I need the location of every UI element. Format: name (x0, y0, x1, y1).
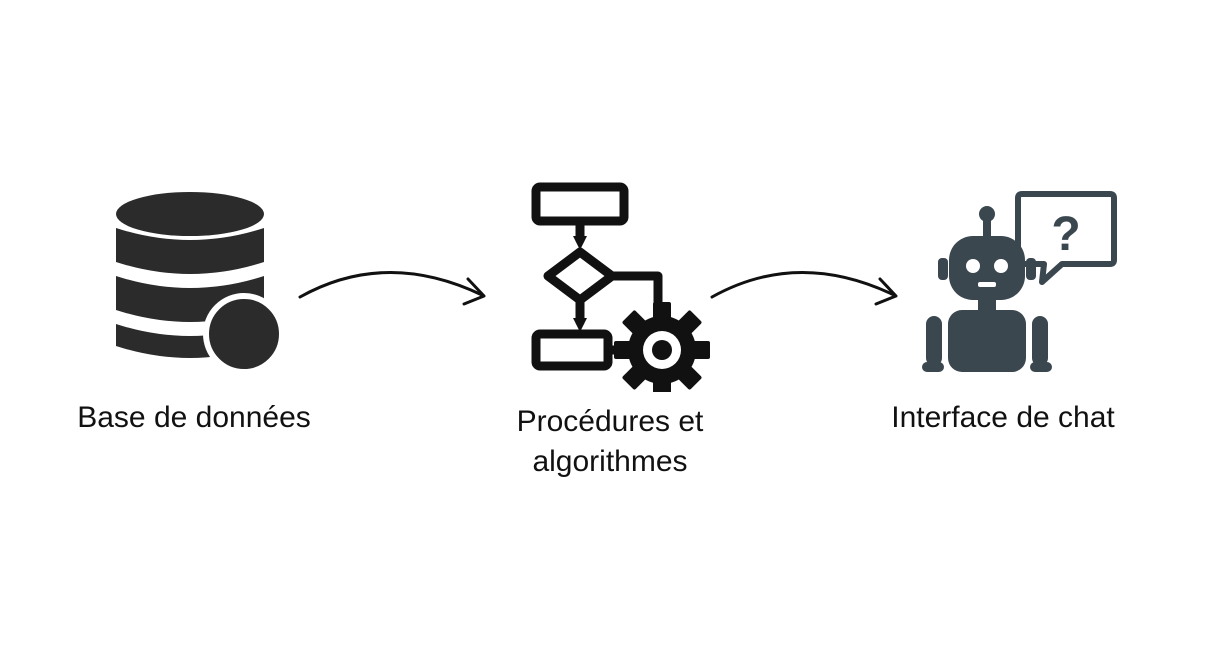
arrow-database-to-procedures (298, 271, 486, 306)
node-label-chat: Interface de chat (891, 401, 1115, 434)
node-label-procedures-line-2: algorithmes (532, 445, 688, 478)
database-icon (116, 192, 285, 373)
speech-bubble-icon (1015, 191, 1117, 285)
flowchart-gear-icon (531, 182, 710, 392)
node-label-database: Base de données (77, 401, 311, 434)
node-label-procedures: Procédures et algorithmes (460, 402, 760, 482)
node-label-procedures-line-1: Procédures et (516, 405, 704, 438)
chatbot-icon: ? (922, 191, 1117, 372)
question-mark: ? (1051, 208, 1080, 261)
arrow-procedures-to-chat (710, 271, 898, 306)
